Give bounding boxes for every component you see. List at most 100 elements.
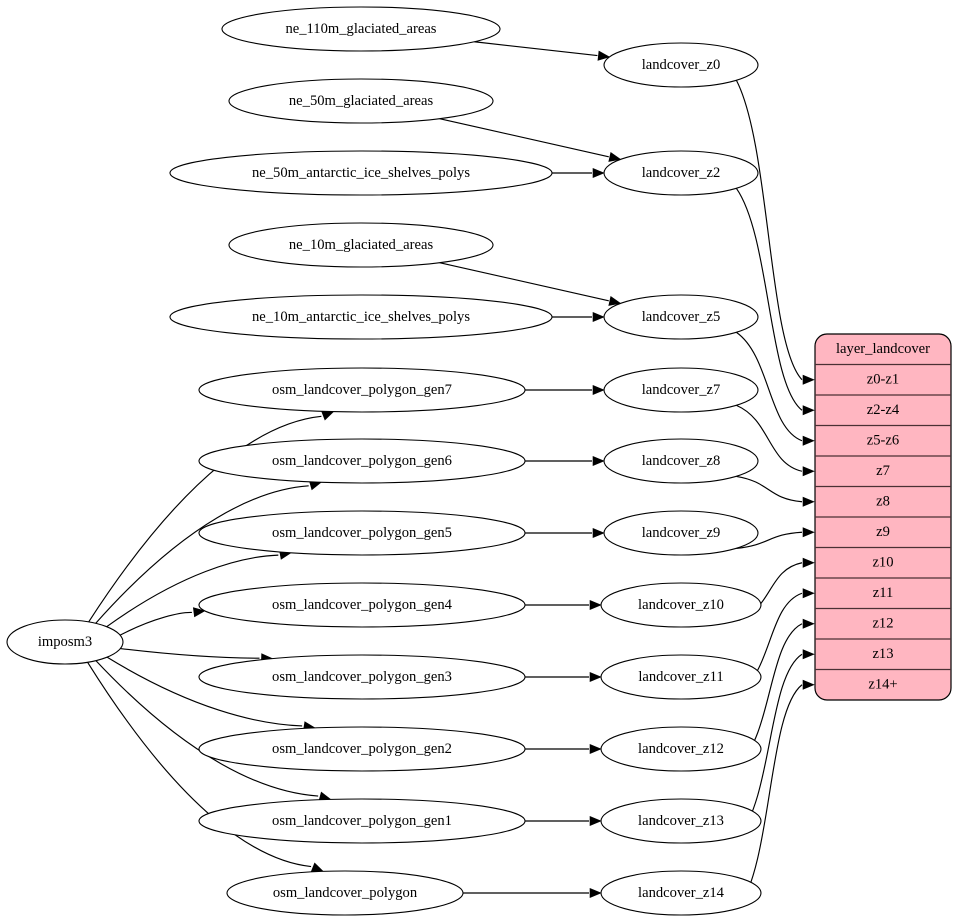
- table-row-z13[interactable]: z13: [872, 646, 893, 662]
- graph-node-osm_landcover_polygon_gen6[interactable]: osm_landcover_polygon_gen6: [198, 438, 526, 484]
- table-row-z8[interactable]: z8: [876, 494, 890, 510]
- edge-ne_50m_antarctic_ice_shelves_polys-to-landcover_z2: [552, 167, 605, 179]
- node-shape-ne_10m_antarctic_ice_shelves_polys: [169, 294, 553, 340]
- node-shape-landcover_z10: [600, 582, 762, 628]
- node-shape-ne_10m_glaciated_areas: [228, 222, 494, 268]
- node-shape-ne_110m_glaciated_areas: [221, 6, 501, 52]
- table-row-z9[interactable]: z9: [876, 524, 890, 540]
- edge-landcover_z9-to-layer_landcover_z9: [736, 527, 815, 549]
- edge-osm_landcover_polygon_gen2-to-landcover_z12: [525, 743, 602, 755]
- table-row-z12[interactable]: z12: [872, 616, 893, 632]
- edge-osm_landcover_polygon_gen1-to-landcover_z13: [525, 815, 602, 827]
- graph-node-ne_10m_glaciated_areas[interactable]: ne_10m_glaciated_areas: [228, 222, 494, 268]
- graph-node-ne_10m_antarctic_ice_shelves_polys[interactable]: ne_10m_antarctic_ice_shelves_polys: [169, 294, 553, 340]
- graph-node-ne_110m_glaciated_areas[interactable]: ne_110m_glaciated_areas: [221, 6, 501, 52]
- node-shape-osm_landcover_polygon_gen1: [198, 798, 526, 844]
- graph-node-landcover_z13[interactable]: landcover_z13: [600, 798, 762, 844]
- edge-landcover_z9-to-layer_landcover_z9-line: [736, 531, 803, 549]
- table-row-z14+[interactable]: z14+: [868, 677, 897, 693]
- node-shape-landcover_z14: [600, 870, 762, 916]
- edge-ne_10m_antarctic_ice_shelves_polys-to-landcover_z5-arrowhead: [592, 311, 605, 323]
- edge-osm_landcover_polygon_gen6-to-landcover_z8-arrowhead: [592, 455, 605, 467]
- node-label-osm_landcover_polygon_gen5: osm_landcover_polygon_gen5: [272, 525, 452, 541]
- node-label-landcover_z8: landcover_z8: [642, 453, 721, 469]
- edge-osm_landcover_polygon_gen6-to-landcover_z8: [525, 455, 605, 467]
- edge-ne_10m_glaciated_areas-to-landcover_z5: [439, 262, 622, 306]
- edge-landcover_z7-to-layer_landcover_z7-arrowhead: [802, 466, 815, 477]
- node-label-landcover_z5: landcover_z5: [642, 309, 721, 325]
- graph-node-landcover_z12[interactable]: landcover_z12: [600, 726, 762, 772]
- edge-osm_landcover_polygon_gen7-to-landcover_z7: [525, 384, 605, 396]
- node-label-imposm3: imposm3: [38, 634, 92, 650]
- edge-imposm3-to-osm_landcover_polygon_gen5-line: [106, 554, 279, 628]
- graph-node-osm_landcover_polygon_gen1[interactable]: osm_landcover_polygon_gen1: [198, 798, 526, 844]
- edge-imposm3-to-osm_landcover_polygon_gen7-arrowhead: [321, 411, 335, 421]
- edge-osm_landcover_polygon_gen3-to-landcover_z11: [525, 671, 602, 683]
- node-label-landcover_z0: landcover_z0: [642, 57, 721, 73]
- node-shape-osm_landcover_polygon_gen6: [198, 438, 526, 484]
- table-row-z0-z1[interactable]: z0-z1: [867, 372, 899, 388]
- edge-landcover_z2-to-layer_landcover_z2-z4-line: [735, 188, 803, 411]
- node-label-ne_10m_glaciated_areas: ne_10m_glaciated_areas: [289, 237, 434, 253]
- edge-landcover_z13-to-layer_landcover_z13-arrowhead: [802, 649, 815, 660]
- graph-node-osm_landcover_polygon[interactable]: osm_landcover_polygon: [226, 870, 464, 916]
- graph-node-landcover_z9[interactable]: landcover_z9: [603, 510, 759, 556]
- graph-node-osm_landcover_polygon_gen4[interactable]: osm_landcover_polygon_gen4: [198, 582, 526, 628]
- edge-landcover_z10-to-layer_landcover_z10-arrowhead: [802, 557, 815, 568]
- node-label-landcover_z12: landcover_z12: [638, 741, 724, 757]
- edge-landcover_z11-to-layer_landcover_z11-arrowhead: [802, 588, 815, 599]
- edge-osm_landcover_polygon_gen4-to-landcover_z10: [525, 599, 602, 611]
- graph-node-landcover_z2[interactable]: landcover_z2: [603, 150, 759, 196]
- node-shape-osm_landcover_polygon_gen5: [198, 510, 526, 556]
- edge-osm_landcover_polygon_gen1-to-landcover_z13-arrowhead: [589, 815, 602, 827]
- edge-imposm3-to-osm_landcover_polygon_gen6-line: [95, 485, 309, 624]
- edge-osm_landcover_polygon-to-landcover_z14: [463, 887, 602, 899]
- graph-node-landcover_z7[interactable]: landcover_z7: [603, 367, 759, 413]
- graph-node-osm_landcover_polygon_gen3[interactable]: osm_landcover_polygon_gen3: [198, 654, 526, 700]
- edge-imposm3-to-osm_landcover_polygon_gen6: [95, 480, 322, 624]
- edge-imposm3-to-osm_landcover_polygon_gen4-line: [119, 611, 192, 636]
- edge-landcover_z5-to-layer_landcover_z5-z6: [736, 331, 815, 446]
- graph-node-imposm3[interactable]: imposm3: [6, 619, 124, 665]
- graph-node-landcover_z11[interactable]: landcover_z11: [600, 654, 762, 700]
- edge-landcover_z14-to-layer_landcover_z14_-line: [738, 684, 803, 909]
- table-row-z11[interactable]: z11: [873, 585, 894, 601]
- edge-landcover_z14-to-layer_landcover_z14_-arrowhead: [802, 679, 815, 690]
- graph-node-osm_landcover_polygon_gen2[interactable]: osm_landcover_polygon_gen2: [198, 726, 526, 772]
- edge-osm_landcover_polygon_gen4-to-landcover_z10-arrowhead: [589, 599, 602, 611]
- edge-landcover_z0-to-layer_landcover_z0-z1: [735, 80, 815, 385]
- edge-landcover_z0-to-layer_landcover_z0-z1-arrowhead: [802, 374, 815, 385]
- graph-node-osm_landcover_polygon_gen7[interactable]: osm_landcover_polygon_gen7: [198, 367, 526, 413]
- node-label-ne_110m_glaciated_areas: ne_110m_glaciated_areas: [285, 21, 436, 37]
- edge-landcover_z2-to-layer_landcover_z2-z4: [735, 188, 815, 416]
- table-row-z2-z4[interactable]: z2-z4: [867, 402, 900, 418]
- node-shape-landcover_z0: [603, 42, 759, 88]
- graph-node-landcover_z10[interactable]: landcover_z10: [600, 582, 762, 628]
- node-label-landcover_z9: landcover_z9: [642, 525, 721, 541]
- graph-node-landcover_z0[interactable]: landcover_z0: [603, 42, 759, 88]
- node-label-ne_10m_antarctic_ice_shelves_polys: ne_10m_antarctic_ice_shelves_polys: [252, 309, 470, 325]
- table-row-z7[interactable]: z7: [876, 463, 890, 479]
- node-shape-landcover_z9: [603, 510, 759, 556]
- table-row-z5-z6[interactable]: z5-z6: [867, 433, 899, 449]
- graph-node-osm_landcover_polygon_gen5[interactable]: osm_landcover_polygon_gen5: [198, 510, 526, 556]
- graph-node-landcover_z8[interactable]: landcover_z8: [603, 438, 759, 484]
- node-label-landcover_z11: landcover_z11: [638, 669, 723, 685]
- node-label-landcover_z14: landcover_z14: [638, 885, 725, 901]
- graph-node-ne_50m_antarctic_ice_shelves_polys[interactable]: ne_50m_antarctic_ice_shelves_polys: [169, 150, 553, 196]
- node-shape-landcover_z8: [603, 438, 759, 484]
- edge-ne_10m_glaciated_areas-to-landcover_z5-arrowhead: [608, 295, 622, 306]
- node-label-ne_50m_glaciated_areas: ne_50m_glaciated_areas: [289, 93, 434, 109]
- edge-imposm3-to-osm_landcover_polygon_gen4-arrowhead: [192, 607, 206, 618]
- graph-node-ne_50m_glaciated_areas[interactable]: ne_50m_glaciated_areas: [228, 78, 494, 124]
- node-shape-osm_landcover_polygon_gen4: [198, 582, 526, 628]
- edges-layer: [87, 41, 815, 909]
- node-shape-imposm3: [6, 619, 124, 665]
- graph-node-landcover_z5[interactable]: landcover_z5: [603, 294, 759, 340]
- layer-landcover-table[interactable]: layer_landcover z0-z1 z2-z4 z5-z6 z7 z8 z9 z10 z…: [814, 333, 952, 701]
- node-label-osm_landcover_polygon_gen1: osm_landcover_polygon_gen1: [272, 813, 452, 829]
- table-row-z10[interactable]: z10: [872, 555, 893, 571]
- graph-node-landcover_z14[interactable]: landcover_z14: [600, 870, 762, 916]
- table-header-label: layer_landcover: [836, 341, 930, 357]
- edge-osm_landcover_polygon_gen5-to-landcover_z9-arrowhead: [592, 527, 605, 539]
